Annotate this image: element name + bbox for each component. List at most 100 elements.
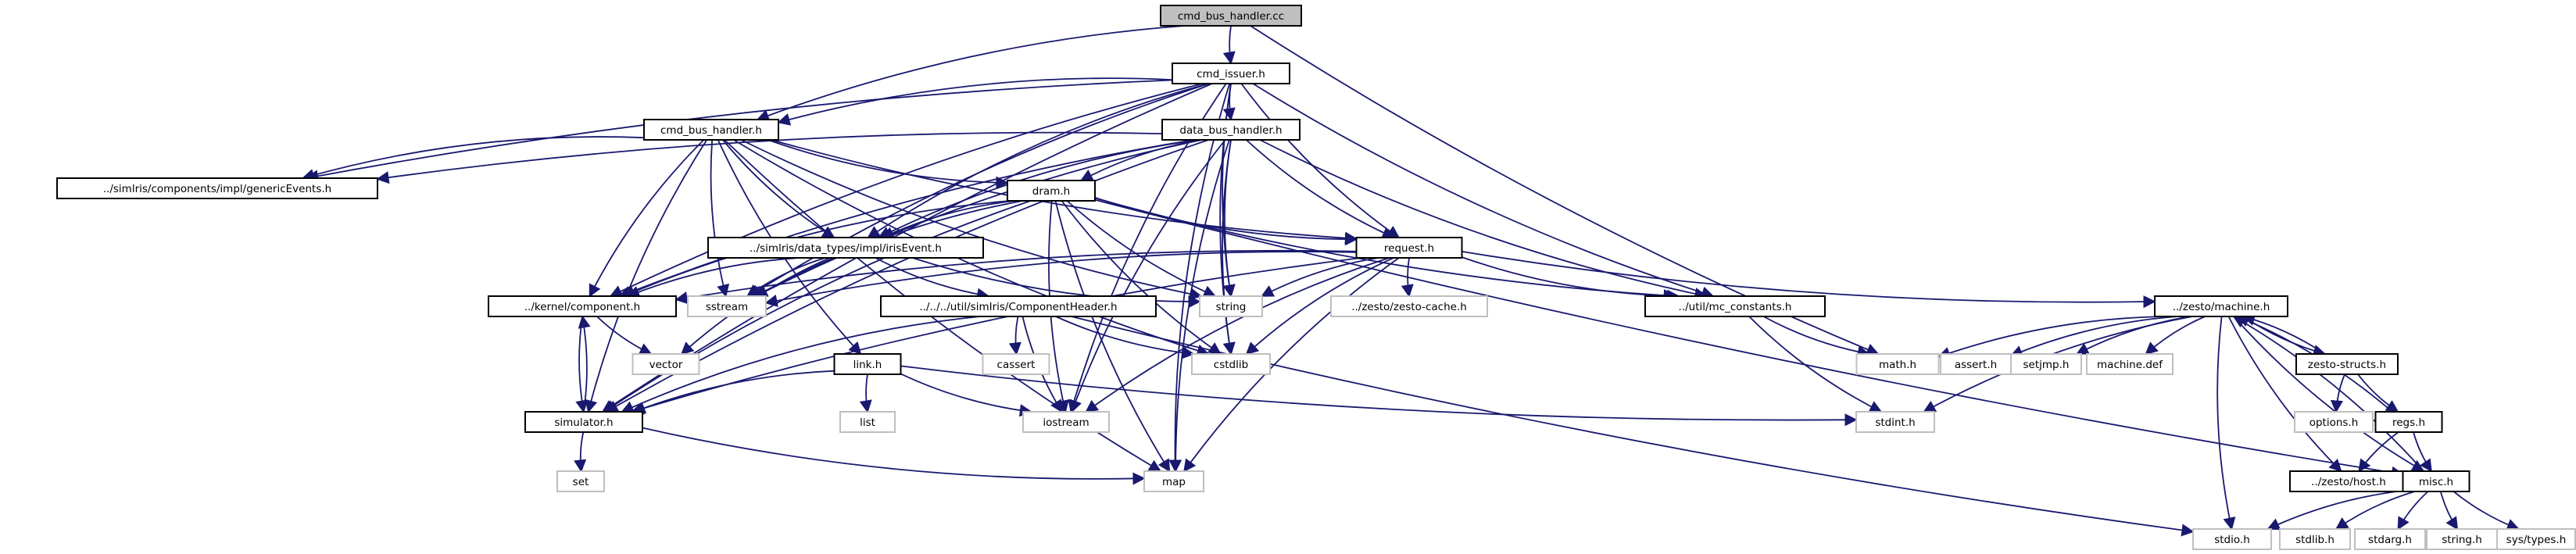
node-zstructs[interactable]: zesto-structs.h bbox=[2295, 353, 2399, 375]
node-machdef-label: machine.def bbox=[2097, 359, 2163, 371]
node-mathh-box bbox=[1855, 353, 1940, 375]
node-options: options.h bbox=[2294, 411, 2374, 433]
node-issuer[interactable]: cmd_issuer.h bbox=[1172, 63, 1290, 84]
node-datah-label: data_bus_handler.h bbox=[1179, 124, 1282, 137]
edge-irisev-to-comp bbox=[626, 257, 800, 298]
node-mcc[interactable]: ../util/mc_constants.h bbox=[1644, 295, 1826, 317]
node-stdarg-box bbox=[2354, 528, 2426, 550]
edge-datah-to-mcc bbox=[1259, 139, 1708, 300]
edge-zstructs-to-options bbox=[2330, 374, 2345, 413]
node-regs-box bbox=[2374, 411, 2443, 433]
edge-datah-to-request bbox=[1245, 139, 1395, 239]
node-datah[interactable]: data_bus_handler.h bbox=[1161, 119, 1301, 141]
edge-misc-to-stdlib bbox=[2334, 491, 2416, 530]
node-compheader-label: ../../../util/simIris/ComponentHeader.h bbox=[919, 301, 1117, 313]
edge-cmdh-to-sstream bbox=[710, 139, 730, 298]
edge-cc-to-issuer bbox=[1222, 25, 1236, 65]
edge-datah-to-gen bbox=[376, 131, 1163, 184]
node-map-label: map bbox=[1162, 476, 1186, 488]
edge-cmdh-to-dram bbox=[767, 139, 1009, 189]
node-string-box bbox=[1199, 295, 1263, 317]
edge-zmach-to-zhost bbox=[2227, 316, 2342, 473]
edge-zmach-to-mathh bbox=[1937, 316, 2165, 359]
edge-compheader-to-sim bbox=[621, 316, 981, 413]
node-sim[interactable]: simulator.h bbox=[524, 411, 643, 433]
edge-zmach-to-stdio bbox=[2216, 316, 2236, 531]
edge-compheader-to-stdio bbox=[1071, 316, 2195, 537]
node-stdint-box bbox=[1855, 411, 1935, 433]
node-vector-label: vector bbox=[649, 359, 683, 371]
node-misc-label: misc.h bbox=[2419, 476, 2453, 488]
node-list-label: list bbox=[860, 416, 875, 429]
edge-misc-to-zmach bbox=[2232, 316, 2424, 472]
node-misc-box bbox=[2402, 470, 2470, 492]
edge-request-to-iostream bbox=[1085, 257, 1390, 413]
edge-misc-to-systypes bbox=[2453, 491, 2521, 531]
node-comp-label: ../kernel/component.h bbox=[524, 301, 640, 313]
node-link[interactable]: link.h bbox=[833, 353, 902, 375]
edge-zmach-to-machdef bbox=[2145, 316, 2206, 356]
node-gen[interactable]: ../simlris/components/impl/genericEvents… bbox=[56, 177, 378, 199]
node-string: string bbox=[1199, 295, 1263, 317]
node-stdio: stdio.h bbox=[2192, 528, 2272, 550]
node-machdef-box bbox=[2086, 353, 2174, 375]
edge-datah-to-cstdlib bbox=[1222, 139, 1236, 356]
node-irisev[interactable]: ../simlris/data_types/impl/irisEvent.h bbox=[707, 237, 984, 259]
edge-compheader-to-cstdlib bbox=[1055, 316, 1195, 359]
node-vector-box bbox=[631, 353, 700, 375]
node-misc[interactable]: misc.h bbox=[2402, 470, 2470, 492]
edge-zmach-to-asserth bbox=[2009, 316, 2178, 358]
node-stdint-label: stdint.h bbox=[1875, 416, 1915, 429]
node-mcc-label: ../util/mc_constants.h bbox=[1679, 301, 1792, 313]
node-request[interactable]: request.h bbox=[1355, 237, 1463, 259]
edge-dram-to-sim bbox=[603, 200, 1031, 413]
node-iostream: iostream bbox=[1022, 411, 1110, 433]
node-sim-box bbox=[524, 411, 643, 433]
edge-zstructs-to-zmach bbox=[2241, 313, 2326, 355]
node-stdarg: stdarg.h bbox=[2354, 528, 2426, 550]
node-issuer-label: cmd_issuer.h bbox=[1197, 68, 1265, 80]
node-cc[interactable]: cmd_bus_handler.cc bbox=[1160, 5, 1302, 27]
edge-mcc-to-mathh bbox=[1763, 316, 1871, 359]
edge-request-to-sstream bbox=[764, 251, 1357, 307]
edge-request-to-map bbox=[1183, 257, 1400, 473]
node-asserth-label: assert.h bbox=[1955, 359, 1997, 371]
edge-comp-to-sim bbox=[575, 316, 589, 413]
edge-misc-to-stringh bbox=[2439, 491, 2459, 531]
node-set-label: set bbox=[573, 476, 589, 488]
node-zmach-label: ../zesto/machine.h bbox=[2173, 301, 2270, 313]
node-set: set bbox=[556, 470, 605, 492]
node-dram[interactable]: dram.h bbox=[1007, 180, 1096, 202]
edge-dram-to-map bbox=[1054, 200, 1171, 473]
node-compheader[interactable]: ../../../util/simIris/ComponentHeader.h bbox=[880, 295, 1157, 317]
node-asserth: assert.h bbox=[1940, 353, 2012, 375]
node-regs[interactable]: regs.h bbox=[2374, 411, 2443, 433]
node-systypes-box bbox=[2496, 528, 2576, 550]
node-comp[interactable]: ../kernel/component.h bbox=[488, 295, 677, 317]
node-compheader-box bbox=[880, 295, 1157, 317]
node-zhost[interactable]: ../zesto/host.h bbox=[2289, 470, 2408, 492]
node-link-label: link.h bbox=[853, 359, 882, 371]
node-cmdh[interactable]: cmd_bus_handler.h bbox=[643, 119, 779, 141]
node-cmdh-label: cmd_bus_handler.h bbox=[660, 124, 762, 137]
node-setjmp-label: setjmp.h bbox=[2023, 359, 2070, 371]
node-stdlib: stdlib.h bbox=[2279, 528, 2351, 550]
edge-issuer-to-gen bbox=[306, 79, 1173, 183]
node-zmach[interactable]: ../zesto/machine.h bbox=[2154, 295, 2288, 317]
edge-request-to-mcc bbox=[1462, 256, 1680, 302]
node-stringh-label: string.h bbox=[2442, 534, 2482, 546]
edge-sim-to-set bbox=[574, 431, 587, 473]
edge-irisev-to-compheader bbox=[875, 257, 990, 301]
edge-dram-to-comp bbox=[622, 200, 1011, 298]
node-string-label: string bbox=[1216, 301, 1247, 313]
node-sstream: sstream bbox=[687, 295, 767, 317]
edge-datah-to-iostream bbox=[1069, 139, 1226, 413]
node-systypes-label: sys/types.h bbox=[2506, 534, 2567, 546]
edge-link-to-list bbox=[859, 374, 872, 413]
edge-sim-to-comp bbox=[578, 315, 591, 413]
node-cassert-box bbox=[982, 353, 1050, 375]
edge-zmach-to-misc bbox=[2233, 316, 2425, 472]
edge-link-to-iostream bbox=[900, 373, 1033, 417]
node-stringh-box bbox=[2426, 528, 2498, 550]
edge-link-to-sim bbox=[632, 370, 835, 414]
